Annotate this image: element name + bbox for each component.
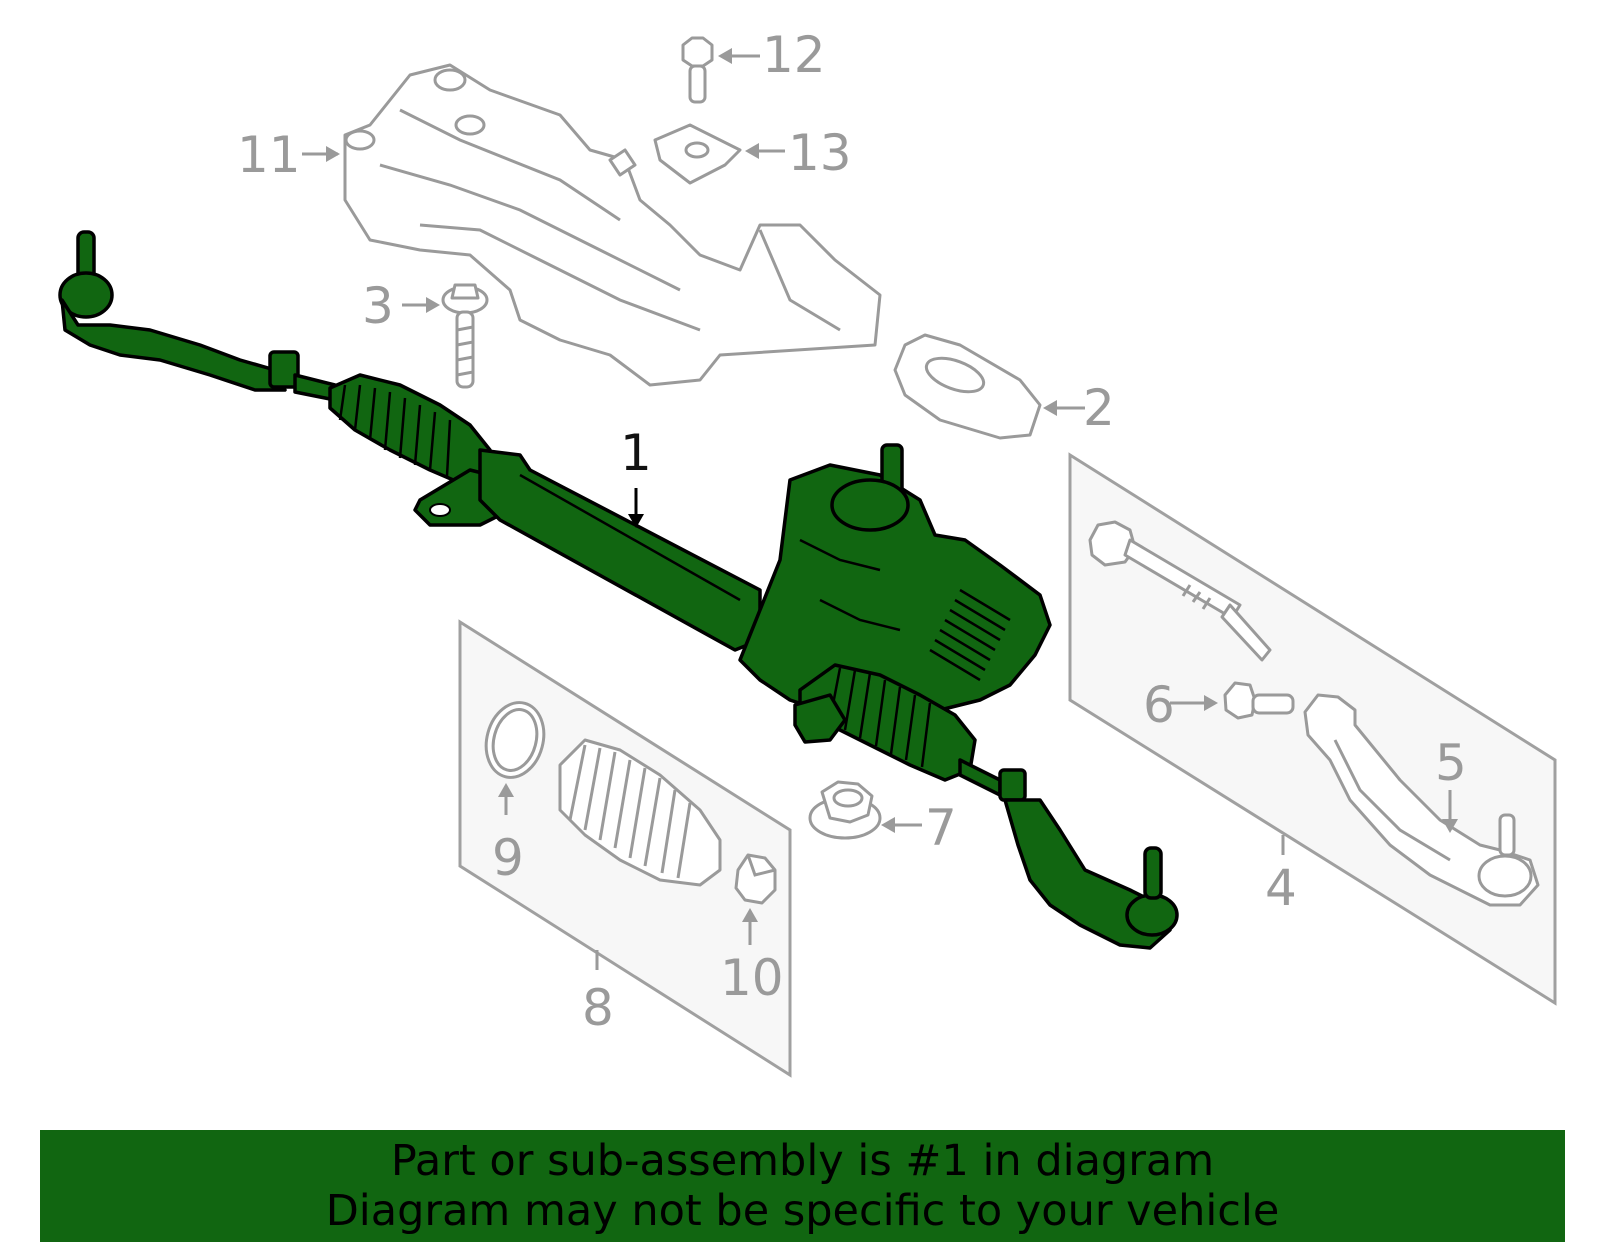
callout-11: 11 <box>237 126 301 184</box>
banner-line-1: Part or sub-assembly is #1 in diagram <box>390 1136 1215 1186</box>
callout-8: 8 <box>582 979 614 1037</box>
callout-labels: 1 2 3 4 5 6 7 8 9 10 11 12 13 <box>237 26 1467 1037</box>
left-tie-rod-end <box>58 230 287 392</box>
clamp-part-10[interactable] <box>734 853 777 905</box>
bolt-part-12[interactable] <box>681 36 714 104</box>
kit-box-part-4[interactable] <box>1068 452 1557 1006</box>
callout-13: 13 <box>788 124 852 182</box>
clamp-part-9[interactable] <box>478 696 552 784</box>
inner-tie-rod <box>1088 520 1272 662</box>
steering-gear-part-1[interactable] <box>58 230 1179 950</box>
tie-rod-end-part-5[interactable] <box>1303 693 1540 907</box>
bolt-part-3[interactable] <box>441 283 489 389</box>
banner-line-2: Diagram may not be specific to your vehi… <box>325 1186 1280 1236</box>
clip-nut-part-13[interactable] <box>653 123 742 185</box>
callout-6: 6 <box>1143 676 1175 734</box>
callout-5: 5 <box>1435 734 1467 792</box>
nut-part-7[interactable] <box>808 780 882 840</box>
callout-9: 9 <box>492 829 524 887</box>
subframe-part-11[interactable] <box>343 63 882 387</box>
callout-2: 2 <box>1083 379 1115 437</box>
callout-4: 4 <box>1265 859 1297 917</box>
callout-1: 1 <box>620 424 652 482</box>
leader-lines <box>302 48 1458 970</box>
callout-10: 10 <box>720 949 784 1007</box>
info-banner: Part or sub-assembly is #1 in diagram Di… <box>40 1130 1565 1242</box>
boot <box>558 738 722 887</box>
left-boot <box>268 350 492 487</box>
right-tie-rod-end <box>1003 798 1179 950</box>
seal-part-2[interactable] <box>893 333 1042 440</box>
callout-3: 3 <box>362 277 394 335</box>
gear-housing <box>738 443 1052 712</box>
callout-12: 12 <box>762 26 826 84</box>
kit-box-part-8[interactable] <box>458 619 792 1078</box>
callout-7: 7 <box>925 799 957 857</box>
bolt-part-6[interactable] <box>1223 681 1295 720</box>
